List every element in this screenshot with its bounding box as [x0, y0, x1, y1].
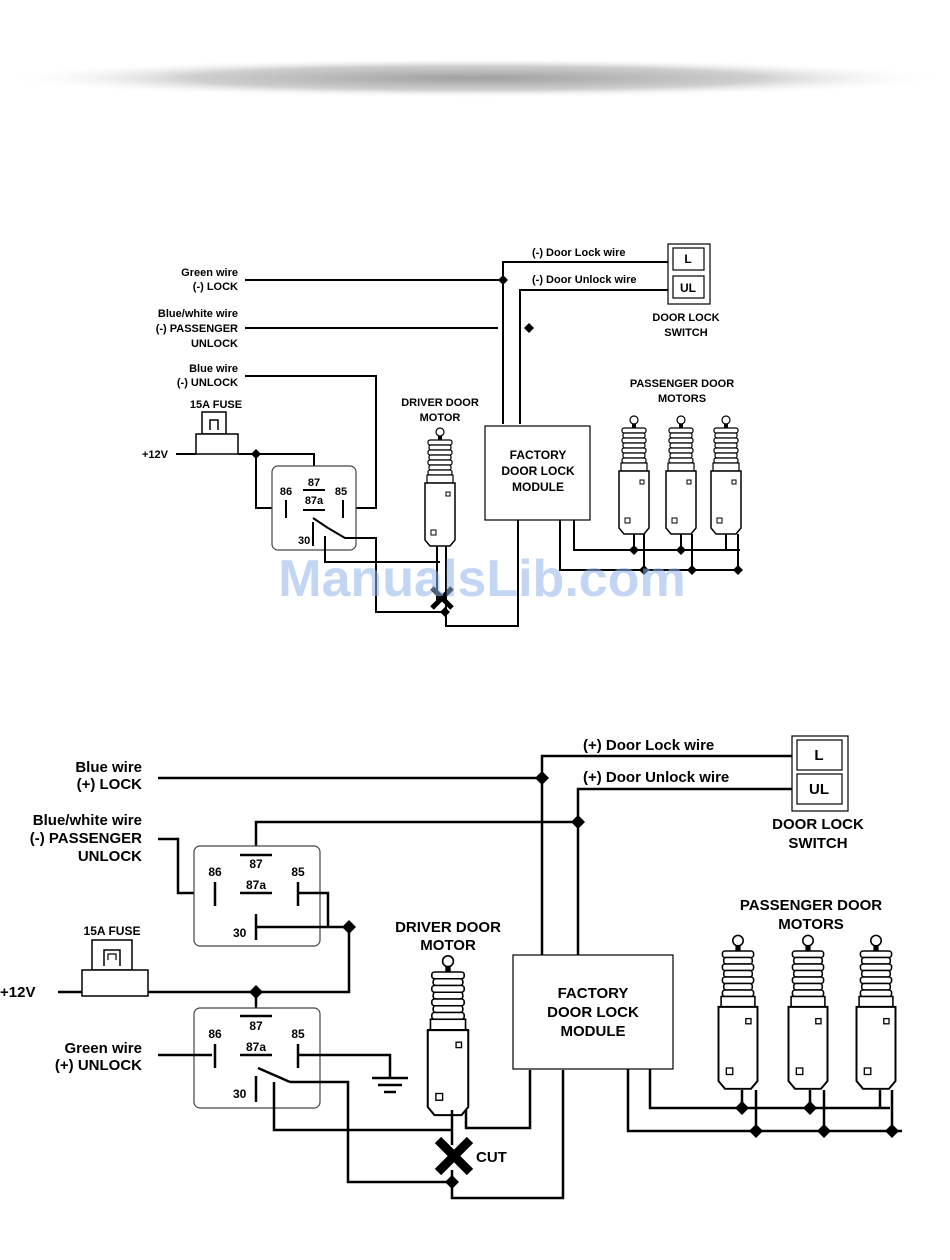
bottom-power-label: +12V	[0, 984, 35, 1001]
top-switch-ul-label: UL	[680, 281, 696, 295]
top-relay-87a: 87a	[305, 495, 324, 507]
bottom-module-label-2: DOOR LOCK	[547, 1004, 639, 1021]
bottom-relay1-87a: 87a	[246, 878, 266, 892]
bottom-driver-motor-icon	[426, 954, 470, 1117]
top-blue-func-label: (-) UNLOCK	[177, 377, 238, 389]
top-driver-motor-label-1: DRIVER DOOR	[401, 397, 479, 409]
bottom-switch-label-1: DOOR LOCK	[772, 816, 864, 833]
top-green-func-label: (-) LOCK	[193, 281, 238, 293]
top-passenger-motor-2-icon	[665, 415, 697, 535]
watermark: ManualsLib.com	[278, 550, 685, 608]
top-power-label: +12V	[142, 449, 169, 461]
bottom-diagram: Blue wire (+) LOCK Blue/white wire (-) P…	[0, 735, 902, 1200]
top-factory-module	[484, 425, 591, 521]
top-switch-label-2: SWITCH	[664, 327, 707, 339]
top-passenger-motor-3-icon	[710, 415, 742, 535]
bottom-module-label-3: MODULE	[561, 1023, 626, 1040]
top-bw-wire-label: Blue/white wire	[158, 308, 238, 320]
top-relay-30: 30	[298, 535, 310, 547]
bottom-passenger-label-2: MOTORS	[778, 916, 844, 933]
bottom-switch-label-2: SWITCH	[788, 835, 847, 852]
top-module-label-2: DOOR LOCK	[501, 464, 575, 478]
bottom-factory-module	[512, 954, 674, 1070]
bottom-relay2-87: 87	[249, 1019, 263, 1033]
bottom-bw-func1-label: (-) PASSENGER	[30, 830, 142, 847]
top-diagram: Green wire (-) LOCK Blue/white wire (-) …	[142, 243, 743, 627]
bottom-switch-ul-label: UL	[809, 781, 829, 798]
bottom-fuse-label: 15A FUSE	[84, 924, 141, 938]
bottom-bw-func2-label: UNLOCK	[78, 848, 142, 865]
top-relay	[271, 465, 357, 551]
top-driver-motor-label-2: MOTOR	[420, 412, 461, 424]
top-switch-l-label: L	[684, 252, 691, 266]
bottom-driver-motor-label-1: DRIVER DOOR	[395, 919, 501, 936]
bottom-relay2-86: 86	[208, 1027, 222, 1041]
top-blue-wire-label: Blue wire	[189, 363, 238, 375]
bottom-blue-wire-label: Blue wire	[75, 759, 142, 776]
bottom-module-label-1: FACTORY	[558, 985, 629, 1002]
bottom-green-func-label: (+) UNLOCK	[55, 1057, 142, 1074]
bottom-relay1-85: 85	[291, 865, 305, 879]
bottom-green-wire-label: Green wire	[64, 1040, 142, 1057]
bottom-relay1-86: 86	[208, 865, 222, 879]
bottom-passenger-motor-2-icon	[787, 934, 829, 1090]
bottom-relay1-87: 87	[249, 857, 263, 871]
bottom-relay-2	[193, 1007, 321, 1109]
top-relay-85: 85	[335, 486, 347, 498]
top-module-label-1: FACTORY	[510, 448, 567, 462]
bottom-lock-wire-label: (+) Door Lock wire	[583, 737, 714, 754]
top-module-label-3: MODULE	[512, 480, 564, 494]
bottom-passenger-label-1: PASSENGER DOOR	[740, 897, 882, 914]
bottom-cut-label: CUT	[476, 1149, 507, 1166]
top-bw-func1-label: (-) PASSENGER	[156, 323, 238, 335]
bottom-relay2-87a: 87a	[246, 1040, 266, 1054]
bottom-driver-motor-label-2: MOTOR	[420, 937, 476, 954]
top-bw-func2-label: UNLOCK	[191, 338, 238, 350]
bottom-switch-l-label: L	[814, 747, 823, 764]
top-switch-label-1: DOOR LOCK	[652, 312, 719, 324]
bottom-relay-1	[193, 845, 321, 947]
top-unlock-wire-label: (-) Door Unlock wire	[532, 274, 637, 286]
bottom-passenger-motor-1-icon	[717, 934, 759, 1090]
bottom-bw-wire-label: Blue/white wire	[33, 812, 142, 829]
bottom-ground-icon	[372, 1076, 408, 1094]
top-lock-wire-label: (-) Door Lock wire	[532, 247, 626, 259]
top-fuse-icon	[195, 411, 239, 455]
bottom-passenger-motor-3-icon	[855, 934, 897, 1090]
top-passenger-motor-1-icon	[618, 415, 650, 535]
top-green-wire-label: Green wire	[181, 267, 238, 279]
bottom-unlock-wire-label: (+) Door Unlock wire	[583, 769, 729, 786]
top-fuse-label: 15A FUSE	[190, 399, 242, 411]
bottom-relay2-85: 85	[291, 1027, 305, 1041]
top-passenger-label-2: MOTORS	[658, 393, 706, 405]
top-driver-motor-icon	[424, 427, 456, 547]
bottom-blue-func-label: (+) LOCK	[77, 776, 143, 793]
bottom-relay1-30: 30	[233, 926, 247, 940]
bottom-relay2-30: 30	[233, 1087, 247, 1101]
header-bar	[0, 58, 950, 98]
bottom-fuse-icon	[81, 939, 149, 997]
top-relay-86: 86	[280, 486, 292, 498]
top-relay-87: 87	[308, 477, 320, 489]
top-passenger-label-1: PASSENGER DOOR	[630, 378, 734, 390]
